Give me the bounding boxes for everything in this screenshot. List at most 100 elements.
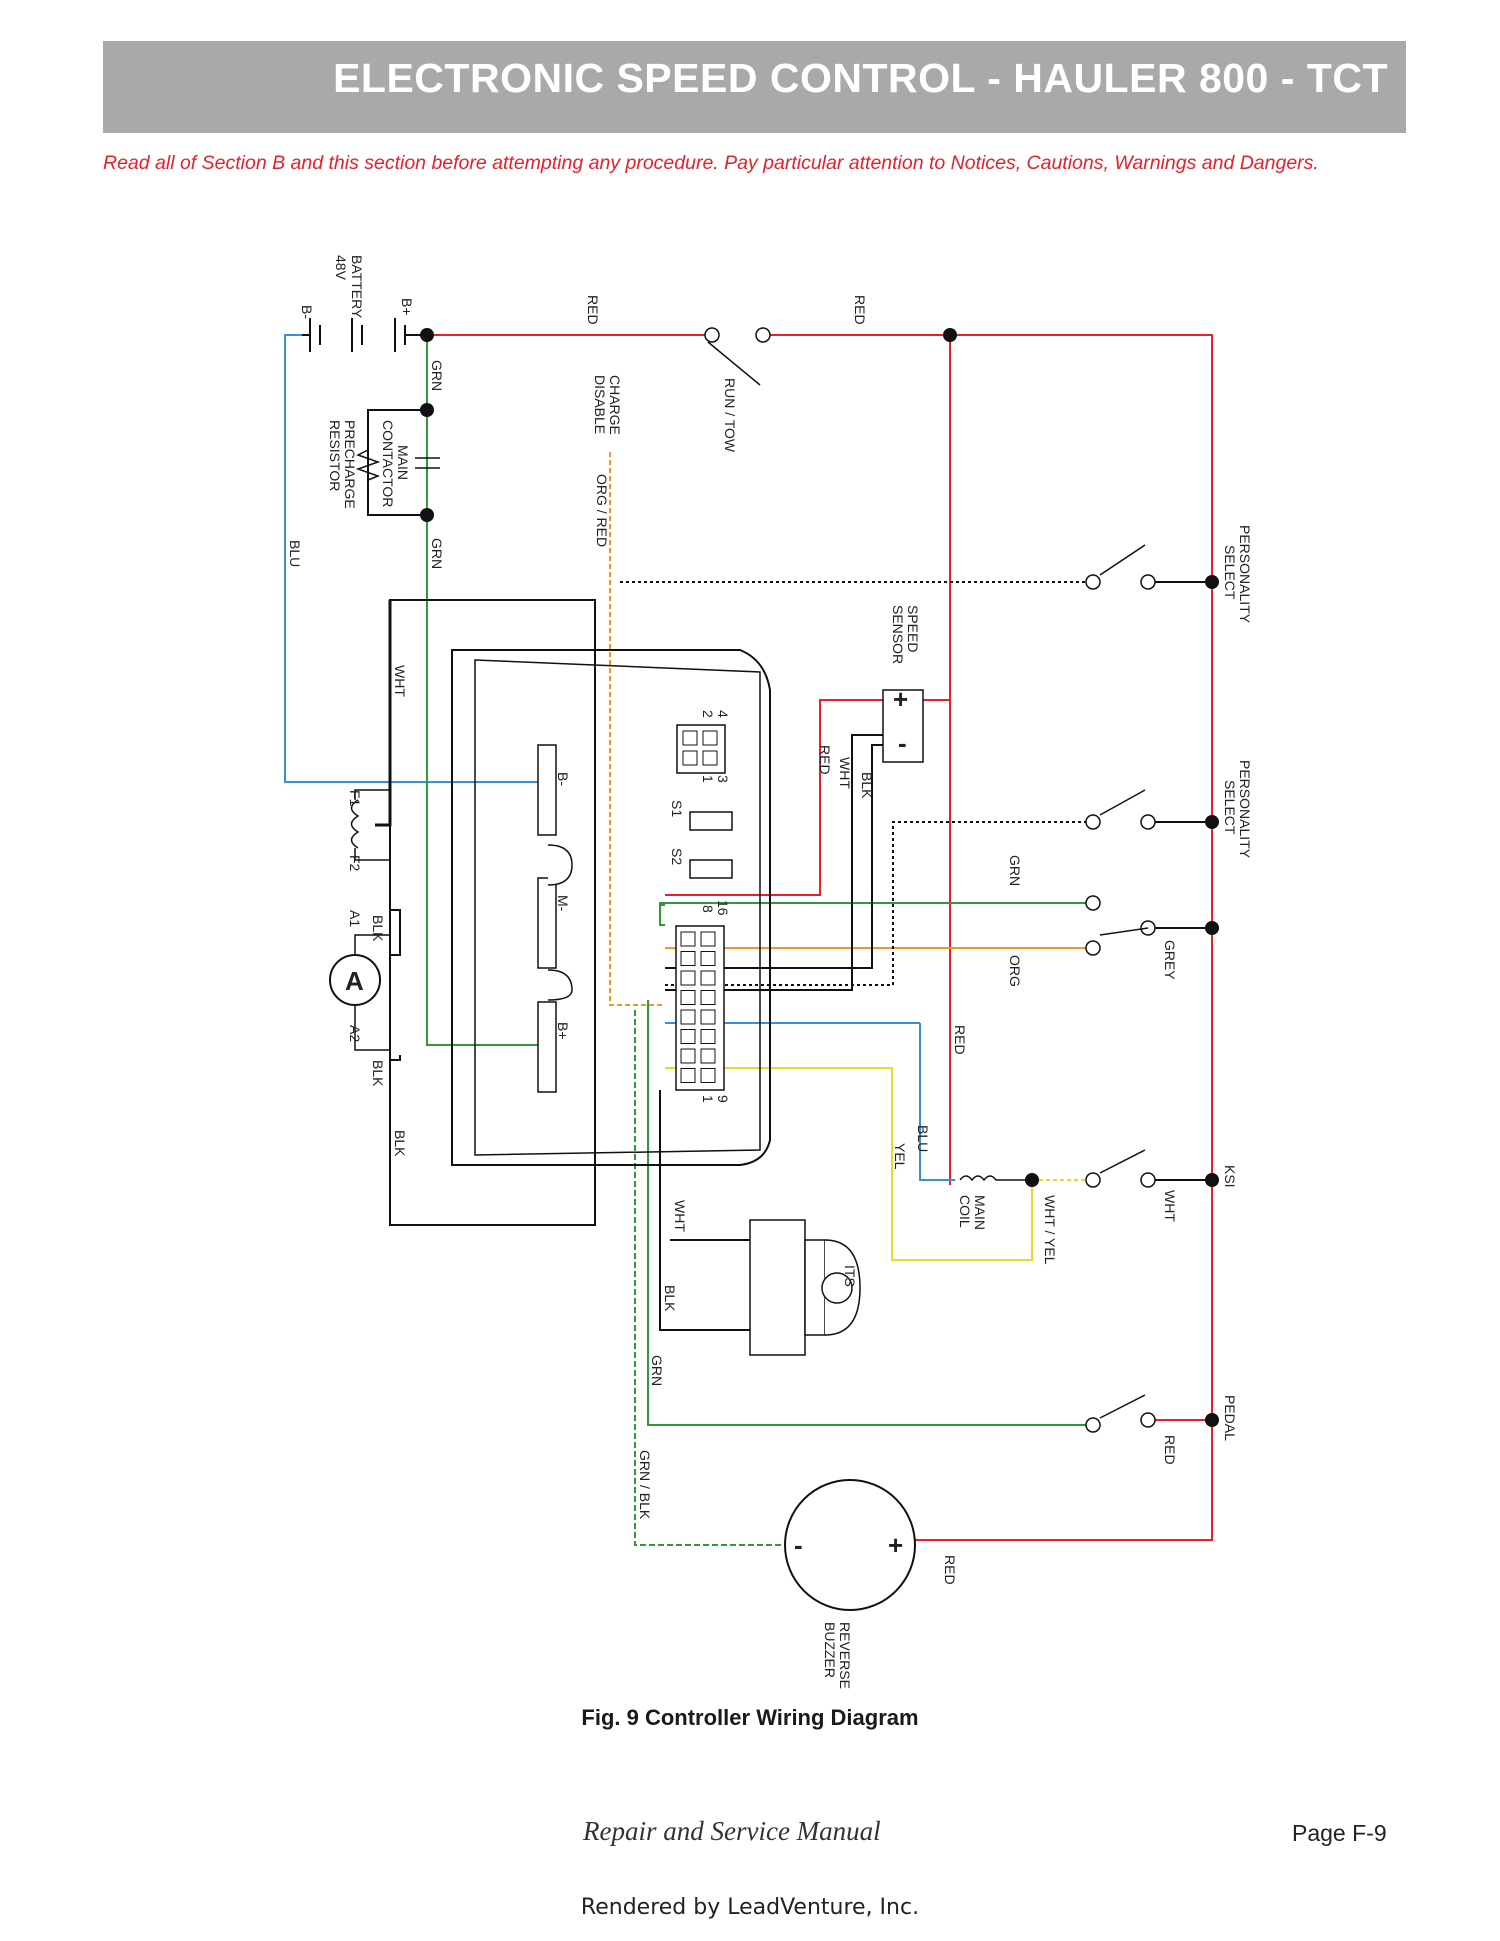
wire-label-org: ORG: [1007, 955, 1023, 987]
junction-pedal: [1205, 1413, 1219, 1427]
s2-terminal: [689, 859, 733, 879]
wire-label-wht4: WHT: [672, 1200, 688, 1232]
connector-16pin: [675, 925, 725, 1091]
connector16-pin: [700, 1068, 716, 1083]
wire-label-red4: RED: [952, 1025, 968, 1055]
wire-red-main: [420, 334, 1213, 1541]
connector16-pin: [680, 1029, 696, 1044]
connector16-pin: [680, 931, 696, 947]
motor-a1: A1: [347, 910, 363, 927]
s2-label: S2: [669, 848, 685, 865]
charge-disable-label-2: DISABLE: [592, 375, 608, 434]
rendered-by: Rendered by LeadVenture, Inc.: [580, 1895, 920, 1920]
wire-label-grn4: GRN: [649, 1355, 665, 1386]
battery-negative: B-: [299, 305, 315, 319]
s1-label: S1: [669, 800, 685, 817]
contactor-label-1: MAIN: [395, 445, 411, 480]
terminal-b-plus: [537, 1001, 557, 1093]
terminal-label-b-minus: B-: [555, 772, 571, 786]
connector16-pin: [700, 1029, 716, 1044]
controller-outline-outer: [389, 599, 596, 1226]
wire-label-blu1: BLU: [287, 540, 303, 567]
terminal-label-m-minus: M-: [555, 895, 571, 912]
wire-label-blk3: BLK: [370, 915, 386, 942]
contactor-label-2: CONTACTOR: [380, 420, 396, 507]
precharge-resistor: [355, 449, 381, 481]
wire-label-blk1: BLK: [859, 772, 875, 799]
battery-symbol: [302, 318, 427, 352]
field-coil: [350, 799, 360, 849]
switch-run-tow-a: [704, 327, 720, 343]
wire-label-blu2: BLU: [915, 1125, 931, 1152]
junction-ksi: [1205, 1173, 1219, 1187]
battery-voltage: 48V: [333, 255, 349, 281]
junction-personality1: [1205, 575, 1219, 589]
wire-black-personality2: [665, 821, 1093, 986]
personality-select-1b: SELECT: [1222, 545, 1238, 600]
footer-manual-title: Repair and Service Manual: [583, 1816, 881, 1846]
buzzer-label-1: REVERSE: [837, 1622, 853, 1689]
pedal-label: PEDAL: [1222, 1395, 1238, 1441]
wire-wht-sensor: [665, 744, 890, 969]
wire-grn-blk-buzzer: [634, 1010, 790, 1546]
switch-run-tow-b: [755, 327, 771, 343]
wire-org-red: [609, 452, 665, 1006]
conn4-p1: 1: [700, 775, 716, 783]
its-label: ITS: [842, 1265, 858, 1287]
s1-terminal: [689, 811, 733, 831]
conn16-p1: 1: [700, 1095, 716, 1103]
wire-label-grn1: GRN: [429, 360, 445, 391]
main-coil-label-2: COIL: [957, 1195, 973, 1228]
connector16-pin: [700, 970, 716, 986]
wire-label-blk2: BLK: [662, 1285, 678, 1312]
wire-grn-contactor: [426, 335, 540, 1046]
precharge-label-1: PRECHARGE: [342, 420, 358, 509]
wire-label-grn3: GRN: [1007, 855, 1023, 886]
motor-symbol: A: [345, 966, 364, 996]
conn4-p3: 3: [715, 775, 731, 783]
conn16-p8: 8: [700, 905, 716, 913]
wire-label-wht2: WHT: [392, 665, 408, 697]
connector16-pin: [680, 990, 696, 1005]
speed-sensor-minus: -: [898, 728, 907, 758]
connector16-pin: [700, 931, 716, 947]
wire-blu-negative: [284, 334, 540, 783]
junction-personality2: [1205, 815, 1219, 829]
buzzer-label-2: BUZZER: [822, 1622, 838, 1678]
main-coil-label-1: MAIN: [972, 1195, 988, 1230]
connector16-pin: [700, 951, 716, 966]
charge-disable-label-1: CHARGE: [607, 375, 623, 435]
connector16-pin: [700, 1009, 716, 1025]
terminal-label-b-plus: B+: [555, 1022, 571, 1040]
speed-sensor-label-1: SPEED: [905, 605, 921, 652]
page-title: ELECTRONIC SPEED CONTROL - HAULER 800 - …: [333, 55, 1388, 101]
controller-outline: [451, 649, 771, 1166]
wire-label-wht3: WHT: [1162, 1190, 1178, 1222]
wire-label-red6: RED: [942, 1555, 958, 1585]
wire-blk-its: [659, 1090, 750, 1331]
precharge-label-2: RESISTOR: [327, 420, 343, 491]
conn16-p16: 16: [715, 900, 731, 916]
junction-grey: [1205, 921, 1219, 935]
figure-caption: Fig. 9 Controller Wiring Diagram: [581, 1705, 919, 1730]
wire-blk-sensor: [665, 734, 890, 991]
terminal-m-minus: [537, 877, 557, 969]
reverse-buzzer: [784, 1479, 916, 1611]
terminal-b-minus: [537, 744, 557, 836]
contactor-symbol: [415, 457, 440, 469]
wire-label-red5: RED: [1162, 1435, 1178, 1465]
motor-f2: F2: [347, 855, 363, 872]
junction-contactor-bottom: [420, 508, 434, 522]
header-bar: ELECTRONIC SPEED CONTROL - HAULER 800 - …: [103, 41, 1406, 133]
wire-label-yel: YEL: [892, 1143, 908, 1170]
connector16-pin: [680, 970, 696, 986]
wire-label-grey: GREY: [1162, 940, 1178, 980]
motor-f1: F1: [347, 790, 363, 807]
connector16-pin: [680, 1048, 696, 1064]
ksi-label: KSI: [1222, 1165, 1238, 1188]
footer-page-number: Page F-9: [1292, 1820, 1387, 1846]
personality-select-2b: SELECT: [1222, 780, 1238, 835]
wire-label-blk4: BLK: [370, 1060, 386, 1087]
run-tow-label: RUN / TOW: [722, 378, 738, 453]
